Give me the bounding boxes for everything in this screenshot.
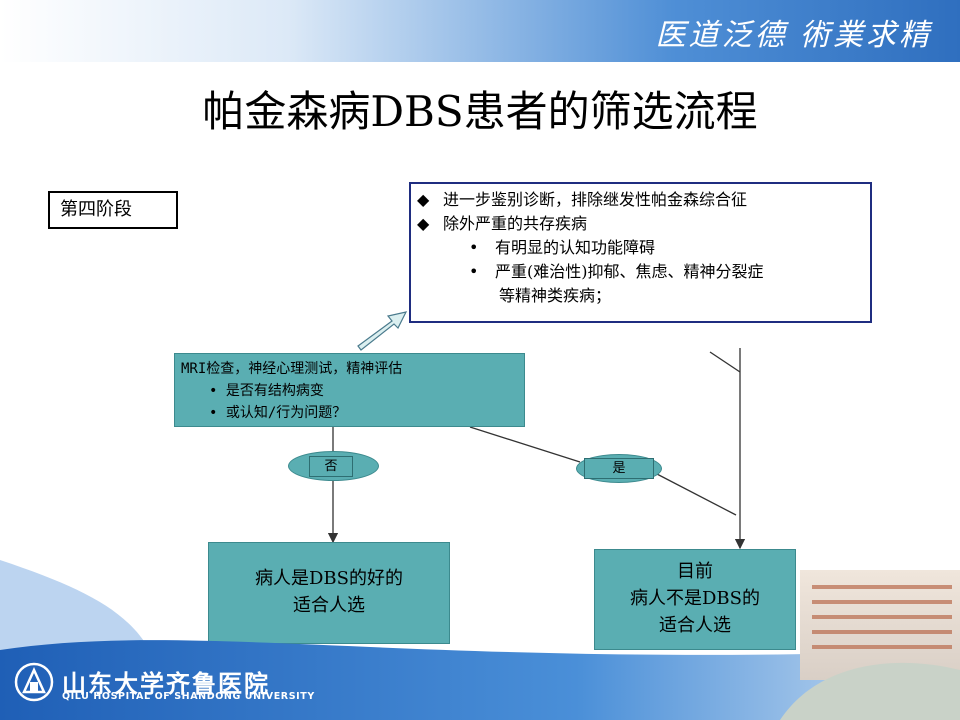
header-band — [0, 0, 960, 62]
note-text: 除外严重的共存疾病 — [443, 214, 588, 233]
mri-box-bullet: • 是否有结构病变 — [209, 383, 324, 399]
note-line-2: ◆ 除外严重的共存疾病 — [417, 212, 864, 236]
note-text: 严重(难治性)抑郁、焦虑、精神分裂症 — [495, 262, 764, 281]
note-line-5: 等精神类疾病； — [417, 284, 864, 308]
result-line: 适合人选 — [659, 615, 731, 636]
result-line: 适合人选 — [293, 595, 365, 616]
mri-box-title: MRI检查，神经心理测试，精神评估 — [181, 361, 403, 377]
mri-assessment-box: MRI检查，神经心理测试，精神评估 • 是否有结构病变 • 或认知/行为问题？ — [174, 353, 525, 427]
callout-arrow-icon — [357, 311, 408, 351]
note-line-3: • 有明显的认知功能障碍 — [417, 236, 864, 260]
note-text: 有明显的认知功能障碍 — [495, 238, 656, 257]
result-line: 目前 — [677, 561, 713, 582]
diamond-bullet-icon: ◆ — [417, 190, 430, 209]
diamond-bullet-icon: ◆ — [417, 214, 430, 233]
decision-yes-label: 是 — [584, 458, 654, 479]
note-text: 等精神类疾病； — [499, 286, 612, 305]
connector-line — [654, 472, 737, 516]
hospital-motto: 医道泛德 術業求精 — [655, 18, 932, 53]
note-text: 进一步鉴别诊断，排除继发性帕金森综合征 — [443, 190, 748, 209]
footer-wave — [0, 560, 960, 720]
stage-label: 第四阶段 — [48, 191, 178, 229]
result-line: 病人不是DBS的 — [630, 588, 760, 609]
dot-bullet-icon: • — [469, 238, 479, 257]
note-line-1: ◆ 进一步鉴别诊断，排除继发性帕金森综合征 — [417, 188, 864, 212]
slide-title: 帕金森病DBS患者的筛选流程 — [202, 87, 758, 136]
hospital-building-image — [780, 570, 960, 720]
connector-line — [709, 351, 741, 373]
connector-line — [469, 426, 581, 463]
hospital-name-cn: 山东大学齐鲁医院 — [62, 669, 270, 698]
note-line-4: • 严重(难治性)抑郁、焦虑、精神分裂症 — [417, 260, 864, 284]
result-good-candidate: 病人是DBS的好的 适合人选 — [208, 542, 450, 644]
dot-bullet-icon: • — [469, 262, 479, 281]
result-not-candidate: 目前 病人不是DBS的 适合人选 — [594, 549, 796, 650]
mri-box-bullet: • 或认知/行为问题？ — [209, 405, 347, 421]
result-line: 病人是DBS的好的 — [255, 568, 403, 589]
hospital-name-en: QILU HOSPITAL OF SHANDONG UNIVERSITY — [62, 691, 315, 702]
exclusion-note-box: ◆ 进一步鉴别诊断，排除继发性帕金森综合征 ◆ 除外严重的共存疾病 • 有明显的认知功… — [409, 182, 872, 323]
hospital-emblem-icon — [14, 662, 54, 702]
decision-no-label: 否 — [309, 456, 353, 477]
